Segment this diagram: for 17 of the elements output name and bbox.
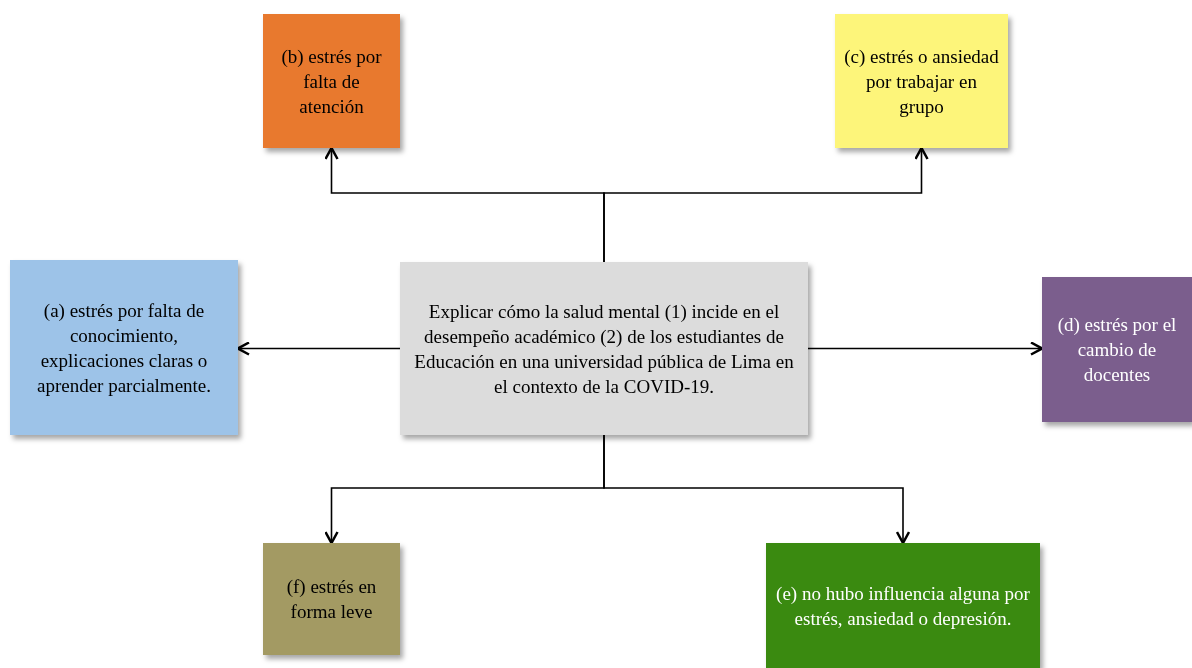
- arrow: [603, 146, 929, 263]
- box-text: (b) estrés por falta de atención: [280, 44, 383, 119]
- arrow: [807, 341, 1044, 356]
- category-box: [1042, 277, 1192, 422]
- box-text: (e) no hubo influencia alguna por estrés, ansiedad o depresión.: [775, 581, 1031, 631]
- box-text: (a) estrés por falta de conocimiento, explicaciones claras o aprender parcialmente.: [35, 298, 213, 398]
- objective-box: [400, 262, 808, 435]
- category-box: [263, 543, 400, 655]
- category-box: [766, 543, 1040, 668]
- box-text: (c) estrés o ansiedad por trabajar en grupo: [843, 44, 1000, 119]
- category-box: [10, 260, 238, 435]
- box-text: (d) estrés por el cambio de docentes: [1056, 313, 1178, 387]
- box-text: Explicar cómo la salud mental (1) incide en el desempeño académico (2) de los estudiantes de Educación en una universidad pública de Lima en el contexto de la COVID-19.: [413, 299, 795, 399]
- category-box: [835, 14, 1008, 148]
- category-box: [263, 14, 400, 148]
- arrow: [603, 434, 911, 545]
- box-text: (f) estrés en forma leve: [285, 575, 378, 624]
